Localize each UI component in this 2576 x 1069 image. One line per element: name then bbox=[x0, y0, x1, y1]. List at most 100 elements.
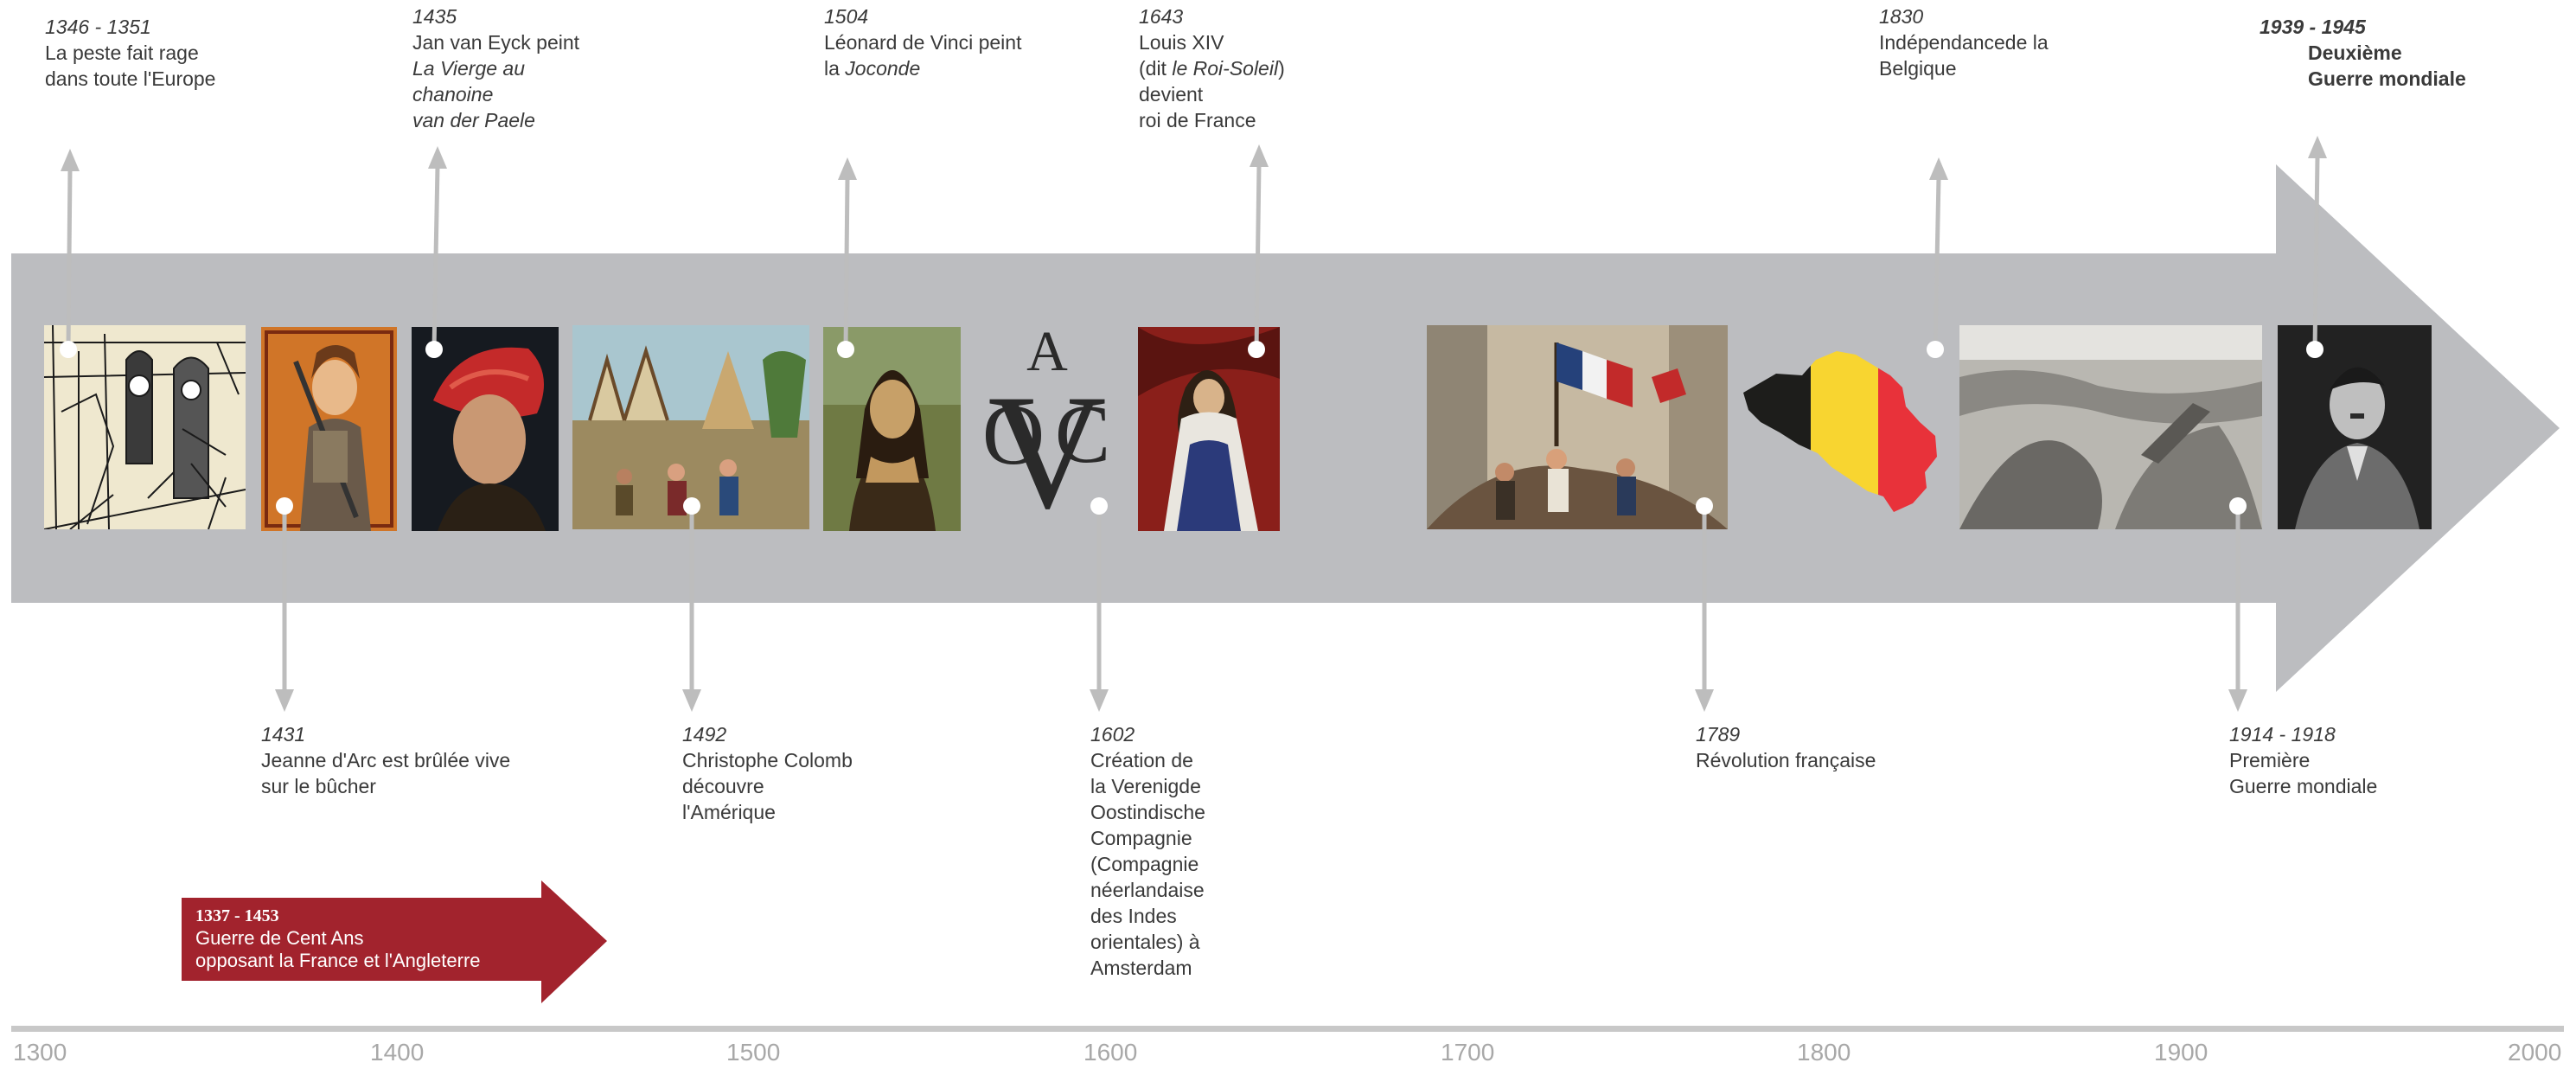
connector-louis bbox=[1248, 144, 1269, 358]
axis-tick-1500: 1500 bbox=[726, 1039, 781, 1066]
event-line: sur le bûcher bbox=[261, 773, 510, 799]
event-text: sur le bûcher bbox=[261, 775, 376, 797]
event-text: découvre bbox=[682, 775, 764, 797]
event-year: 1789 bbox=[1696, 723, 1741, 746]
event-line: La peste fait rage bbox=[45, 40, 215, 66]
event-line: (dit le Roi-Soleil) bbox=[1139, 55, 1285, 81]
event-year: 1504 bbox=[824, 5, 869, 28]
axis-tick-1600: 1600 bbox=[1083, 1039, 1138, 1066]
event-text: Guerre mondiale bbox=[2229, 775, 2378, 797]
voc-logo-letter-a: A bbox=[1026, 325, 1068, 383]
connector-ww1 bbox=[2228, 497, 2247, 712]
connector-ww2 bbox=[2306, 136, 2327, 358]
event-text: la bbox=[824, 57, 846, 80]
event-line: néerlandaise bbox=[1090, 877, 1205, 903]
event-line: Jeanne d'Arc est brûlée vive bbox=[261, 747, 510, 773]
event-year: 1431 bbox=[261, 723, 306, 746]
connector-peste bbox=[60, 149, 80, 358]
voc-logo-letter-v: V bbox=[988, 362, 1106, 533]
axis-line bbox=[11, 1026, 2564, 1032]
event-text: Compagnie bbox=[1090, 827, 1192, 849]
connector-jeanne bbox=[275, 497, 294, 712]
event-text: La peste fait rage bbox=[45, 42, 199, 64]
danse-macabre-woodcut-icon bbox=[44, 325, 246, 529]
event-year: 1643 bbox=[1139, 5, 1184, 28]
event-text: Christophe Colomb bbox=[682, 749, 853, 771]
event-text: (dit bbox=[1139, 57, 1173, 80]
joan-of-arc-portrait-icon bbox=[261, 327, 397, 531]
event-text: Léonard de Vinci peint bbox=[824, 31, 1022, 54]
event-line: l'Amérique bbox=[682, 799, 853, 825]
event-text: Belgique bbox=[1879, 57, 1957, 80]
event-text: Amsterdam bbox=[1090, 957, 1192, 979]
event-line: des Indes bbox=[1090, 903, 1205, 929]
connector-colomb bbox=[682, 497, 701, 712]
event-text: Jeanne d'Arc est brûlée vive bbox=[261, 749, 511, 771]
event-line: roi de France bbox=[1139, 107, 1285, 133]
event-line: van der Paele bbox=[412, 107, 579, 133]
danse-macabre-image bbox=[44, 325, 246, 529]
event-line: Belgique bbox=[1879, 55, 2049, 81]
event-text-italic: Joconde bbox=[845, 57, 921, 80]
event-line: Indépendancede la bbox=[1879, 29, 2049, 55]
axis-tick-1800: 1800 bbox=[1797, 1039, 1851, 1066]
connector-vinci bbox=[837, 157, 857, 358]
axis-tick-1300: 1300 bbox=[13, 1039, 67, 1066]
event-text: la Verenigde bbox=[1090, 775, 1201, 797]
van-eyck-portrait-image bbox=[412, 327, 559, 531]
period-label: 1337 - 1453 Guerre de Cent Ans opposant … bbox=[195, 905, 481, 972]
connector-belgique bbox=[1927, 157, 1948, 358]
event-line: Christophe Colomb bbox=[682, 747, 853, 773]
event-line: Amsterdam bbox=[1090, 955, 1205, 981]
event-line: Oostindische bbox=[1090, 799, 1205, 825]
jeanne-portrait-image bbox=[261, 327, 397, 531]
event-text-italic: van der Paele bbox=[412, 109, 535, 131]
event-text: l'Amérique bbox=[682, 801, 776, 823]
event-year: 1492 bbox=[682, 723, 727, 746]
event-text: devient bbox=[1139, 83, 1204, 106]
event-text: Création de bbox=[1090, 749, 1193, 771]
axis-tick-1900: 1900 bbox=[2154, 1039, 2208, 1066]
event-line: Jan van Eyck peint bbox=[412, 29, 579, 55]
event-line: la Joconde bbox=[824, 55, 1021, 81]
event-line: Léonard de Vinci peint bbox=[824, 29, 1021, 55]
connector-voc bbox=[1090, 497, 1109, 712]
axis-tick-1700: 1700 bbox=[1441, 1039, 1495, 1066]
event-text: Révolution française bbox=[1696, 749, 1876, 771]
event-text: (Compagnie bbox=[1090, 853, 1199, 875]
event-line: La Vierge au bbox=[412, 55, 579, 81]
event-year: 1830 bbox=[1879, 5, 1924, 28]
event-line: Louis XIV bbox=[1139, 29, 1285, 55]
event-text: des Indes bbox=[1090, 905, 1177, 927]
event-year: 1346 - 1351 bbox=[45, 16, 151, 38]
event-text: Indépendancede la bbox=[1879, 31, 2049, 54]
event-line: Compagnie bbox=[1090, 825, 1205, 851]
ww1-trench-photo-icon bbox=[1959, 325, 2262, 529]
event-line: découvre bbox=[682, 773, 853, 799]
event-line: la Verenigde bbox=[1090, 773, 1205, 799]
event-line: Guerre mondiale bbox=[2229, 773, 2377, 799]
event-text: Guerre mondiale bbox=[2308, 67, 2466, 90]
belgium-map-image bbox=[1742, 342, 1946, 515]
event-text-italic: chanoine bbox=[412, 83, 494, 106]
event-year: 1914 - 1918 bbox=[2229, 723, 2336, 746]
event-text: ) bbox=[1278, 57, 1285, 80]
mona-lisa-image bbox=[823, 327, 961, 531]
event-line: Guerre mondiale bbox=[2260, 66, 2466, 92]
period-line-2: opposant la France et l'Angleterre bbox=[195, 950, 481, 971]
event-text: Première bbox=[2229, 749, 2311, 771]
voc-logo-image: A V O C bbox=[974, 325, 1121, 533]
hitler-photo-image bbox=[2278, 325, 2432, 529]
event-text: orientales) à bbox=[1090, 931, 1200, 953]
event-year: 1602 bbox=[1090, 723, 1135, 746]
axis-tick-1400: 1400 bbox=[370, 1039, 425, 1066]
